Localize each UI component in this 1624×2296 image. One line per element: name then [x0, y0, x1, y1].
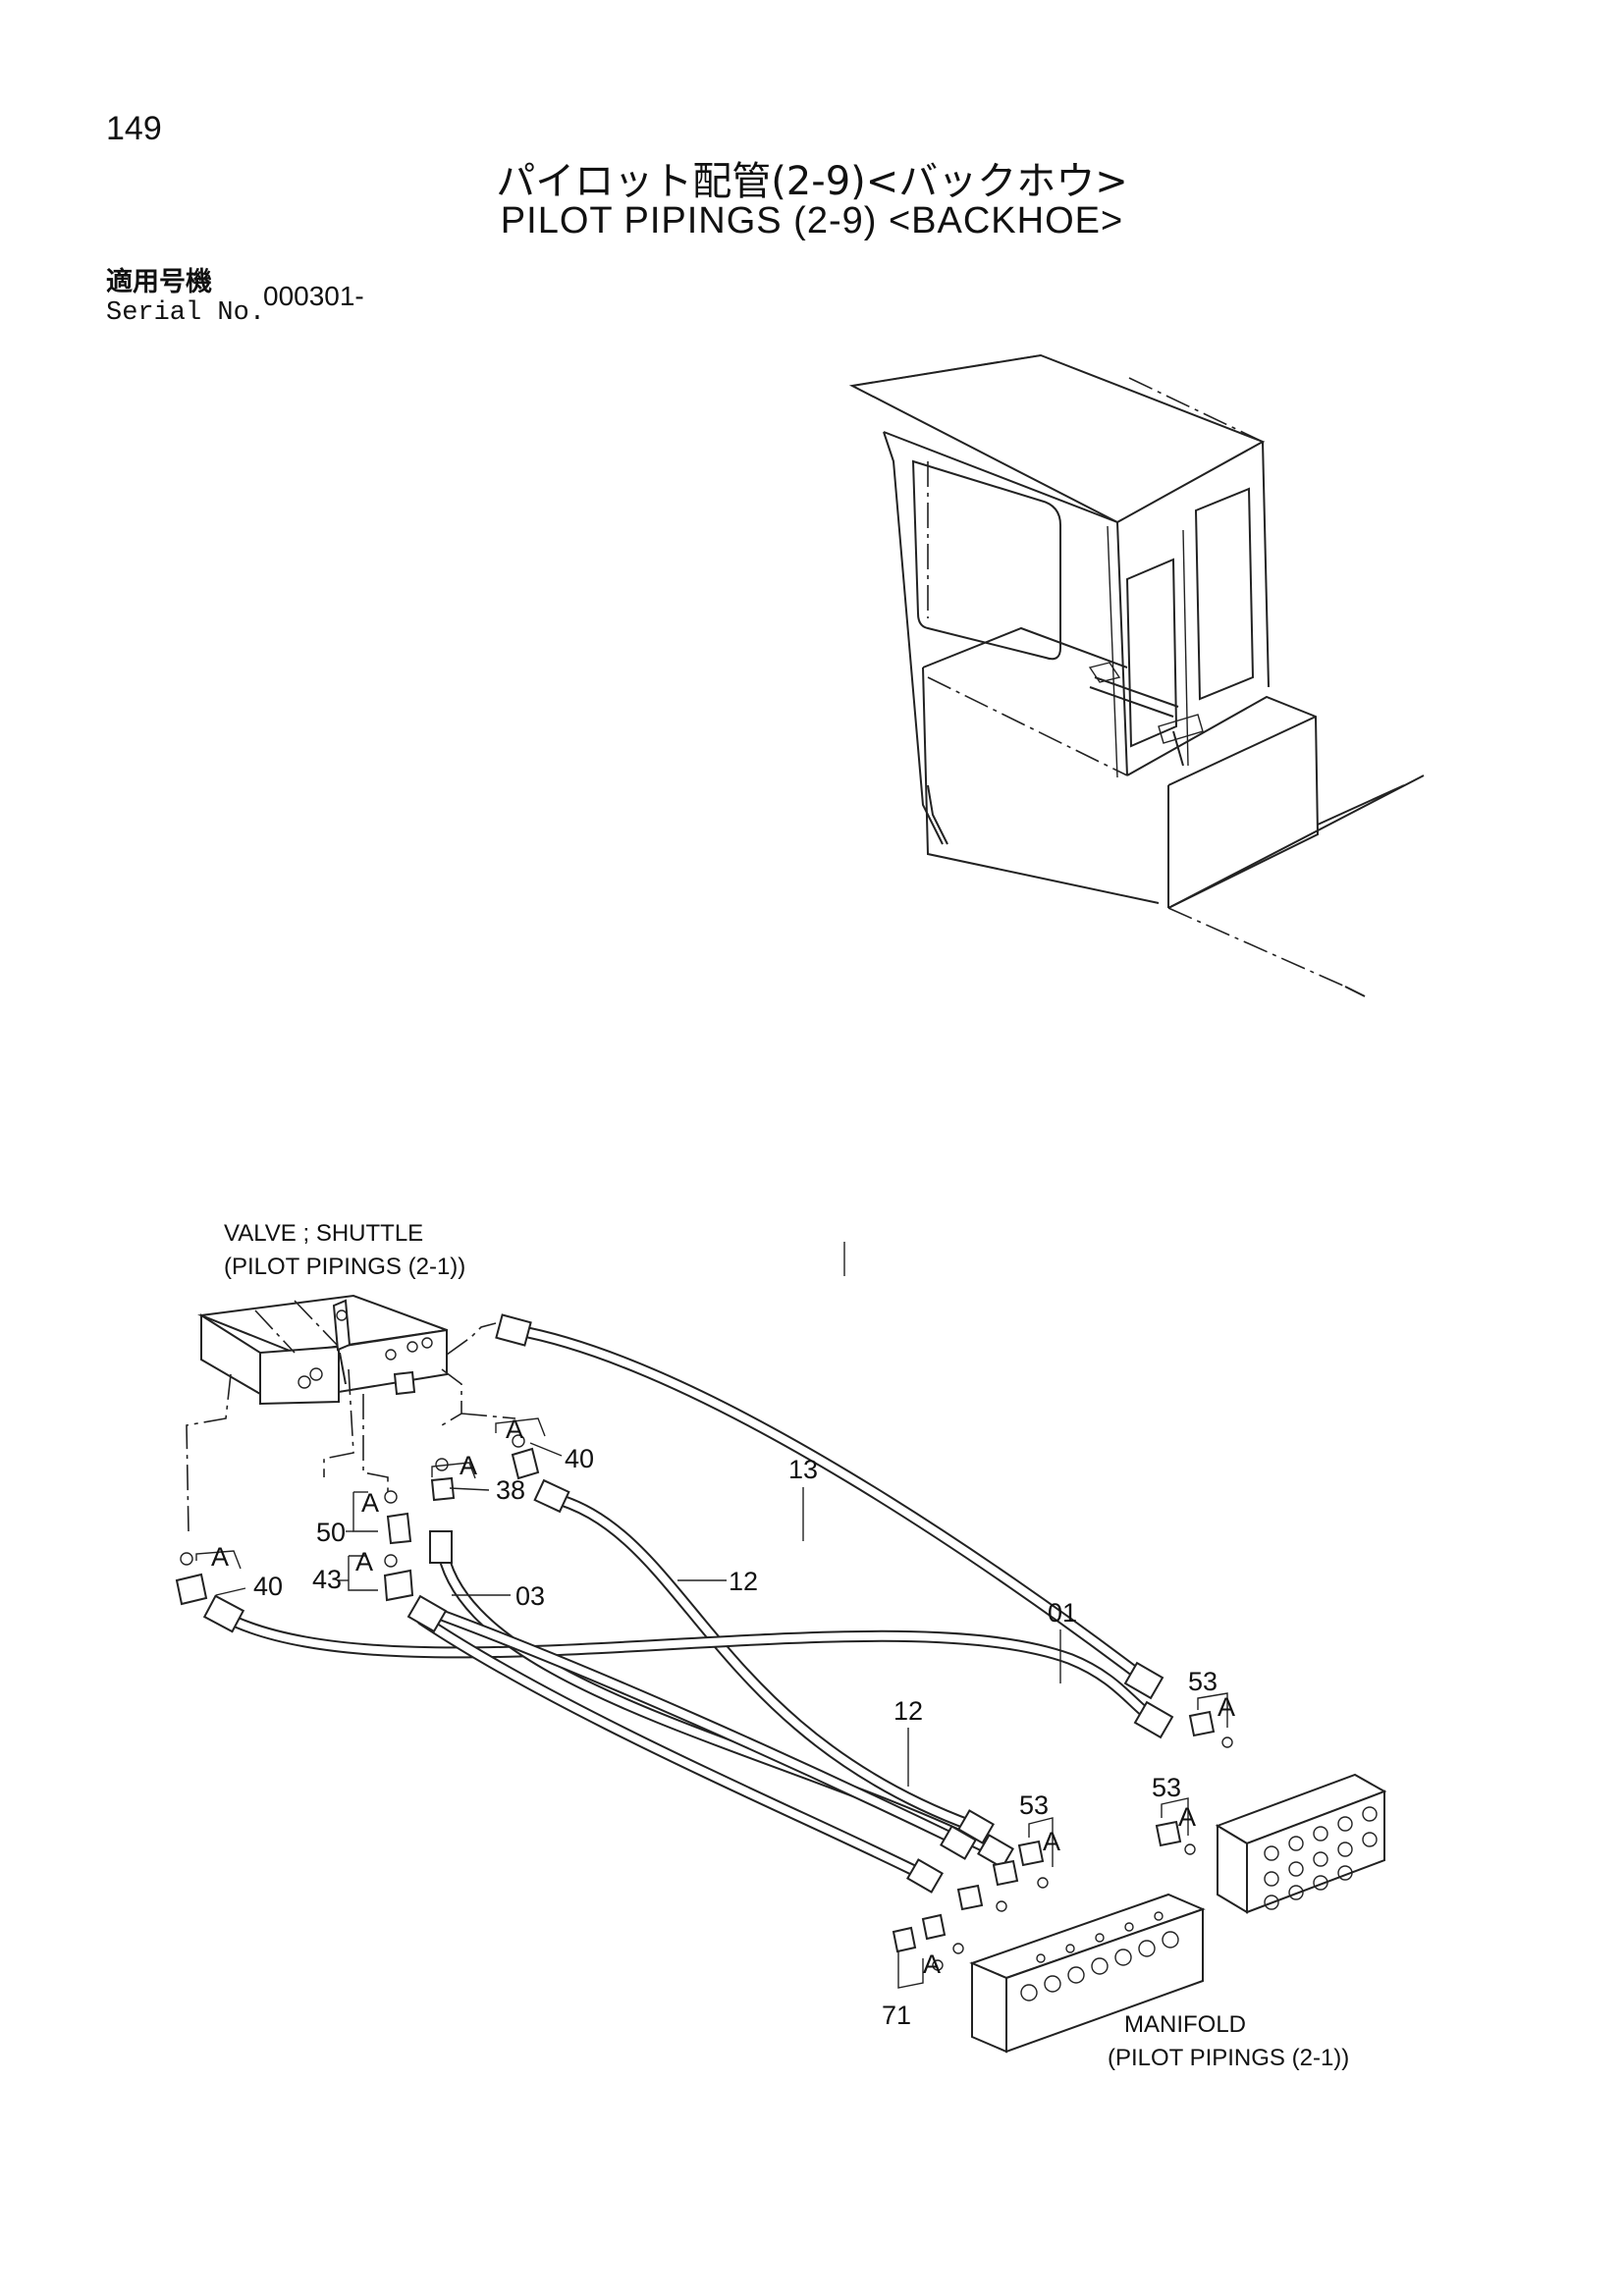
part-number-12-lower: 12 — [893, 1696, 923, 1726]
marker-a-9: A — [923, 1949, 941, 1979]
manifold-reference: (PILOT PIPINGS (2-1)) — [1108, 2045, 1349, 2071]
page-title-japanese: パイロット配管(2-9)<バックホウ> — [496, 159, 1128, 204]
part-number-53-top: 53 — [1188, 1667, 1218, 1696]
marker-a-5: A — [211, 1542, 229, 1572]
serial-label-japanese: 適用号機 — [106, 267, 212, 297]
part-number-38: 38 — [496, 1475, 525, 1505]
page-number: 149 — [106, 110, 162, 147]
marker-a-1: A — [506, 1415, 523, 1444]
serial-number-value: 000301- — [263, 281, 364, 311]
part-number-50: 50 — [316, 1518, 346, 1547]
part-number-53-middle: 53 — [1152, 1773, 1181, 1802]
part-number-01: 01 — [1048, 1598, 1077, 1628]
marker-a-4: A — [355, 1547, 373, 1576]
valve-shuttle-reference: (PILOT PIPINGS (2-1)) — [224, 1254, 465, 1280]
page-title-english: PILOT PIPINGS (2-9) <BACKHOE> — [500, 200, 1124, 241]
part-number-03: 03 — [515, 1581, 545, 1611]
serial-label-english: Serial No. — [106, 298, 266, 328]
fittings — [175, 1313, 1233, 1971]
marker-a-8: A — [1043, 1827, 1060, 1856]
right-manifold-ports — [1264, 1806, 1378, 1910]
manifold-blocks — [969, 1773, 1387, 2054]
leader-lines — [195, 1242, 1228, 1989]
part-number-43: 43 — [312, 1565, 342, 1594]
hose-assemblies — [215, 1324, 1160, 1881]
part-number-40-lower: 40 — [253, 1572, 283, 1601]
part-number-13: 13 — [788, 1455, 818, 1484]
marker-a-6: A — [1218, 1692, 1235, 1722]
marker-a-3: A — [361, 1488, 379, 1518]
marker-a-7: A — [1178, 1802, 1196, 1832]
part-number-53-left: 53 — [1019, 1790, 1049, 1820]
manifold-label: MANIFOLD — [1124, 2011, 1246, 2038]
diagram-labels: VALVE ; SHUTTLE (PILOT PIPINGS (2-1)) MA… — [211, 1220, 1349, 2071]
shuttle-valve-block — [186, 1294, 516, 1532]
valve-shuttle-label: VALVE ; SHUTTLE — [224, 1220, 423, 1247]
marker-a-2: A — [460, 1451, 477, 1480]
lower-manifold-ports — [1020, 1911, 1179, 2002]
cab-overview-drawing — [848, 353, 1425, 997]
part-number-40-upper: 40 — [565, 1444, 594, 1473]
part-number-71: 71 — [882, 2001, 911, 2030]
part-number-12-upper: 12 — [729, 1567, 758, 1596]
